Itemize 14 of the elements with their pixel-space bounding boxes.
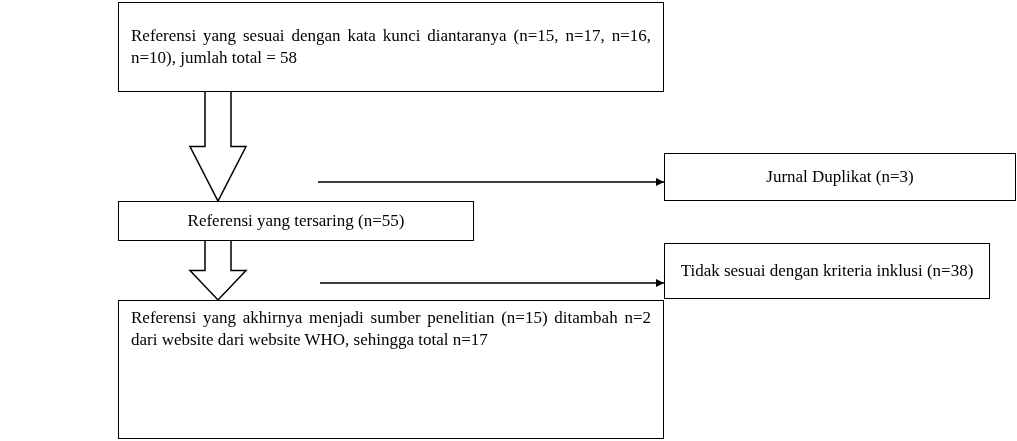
box-text: Referensi yang tersaring (n=55) [186, 210, 406, 232]
process-box [118, 201, 474, 241]
arrow [317, 178, 665, 186]
box-text: Jurnal Duplikat (n=3) [765, 166, 915, 188]
process-box [664, 153, 1016, 201]
box-text: Tidak sesuai dengan kriteria inklusi (n=38) [679, 260, 975, 282]
process-box [664, 243, 990, 299]
process-box [118, 2, 664, 92]
box-text: Referensi yang sesuai dengan kata kunci diantaranya (n=15, n=17, n=16, n=10), jumlah total = 58 [131, 25, 651, 69]
box-text: Referensi yang akhirnya menjadi sumber penelitian (n=15) ditambah n=2 dari website dari website WHO, sehingga total n=17 [131, 307, 651, 351]
arrow [319, 279, 665, 287]
process-box [118, 300, 664, 439]
block-arrow [188, 91, 248, 203]
block-arrow [188, 240, 248, 302]
